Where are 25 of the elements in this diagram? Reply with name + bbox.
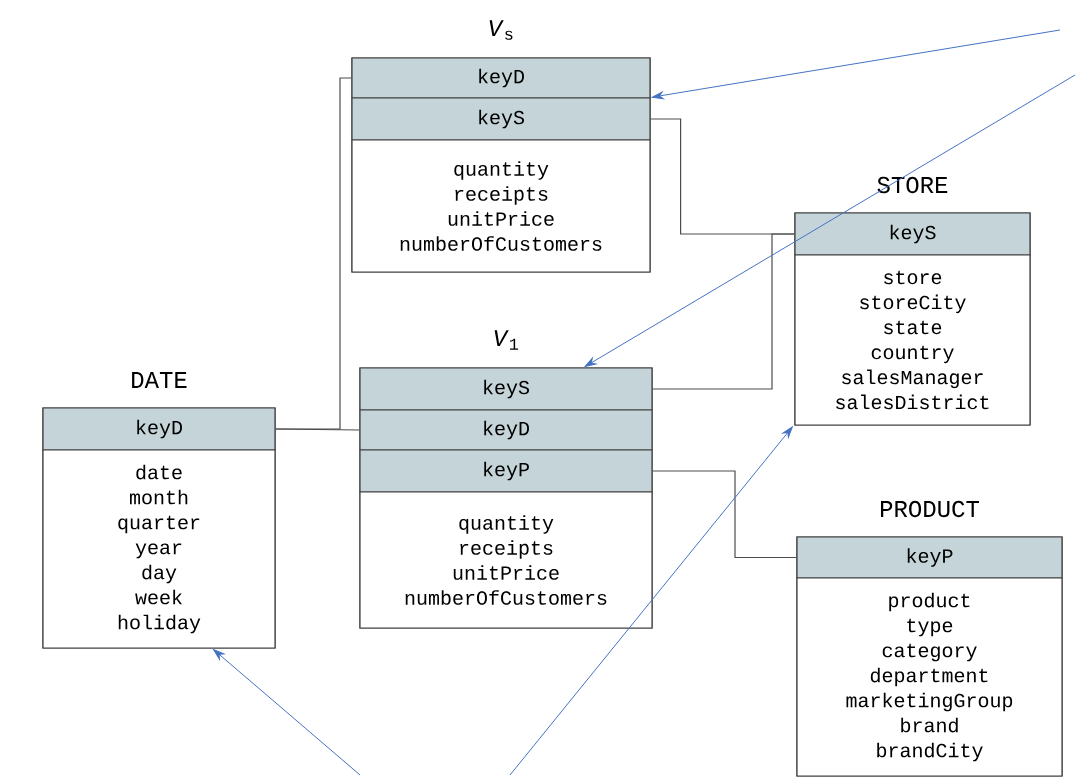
key-row: keyP [359,449,653,493]
arrow [213,649,361,776]
attribute-list: store storeCity state country salesManager salesDistrict [794,254,1031,426]
arrow [509,426,793,776]
arrow [651,29,1061,100]
connector-line [652,470,797,559]
key-row: keyD [42,407,276,451]
connector-line [275,77,352,430]
node-label: V$_{s}$ [489,20,513,40]
key-row: keyS [359,367,653,411]
attribute-list: date month quarter year day week holiday [42,449,276,649]
attribute-list: quantity receipts unitPrice numberOfCustomers [351,139,651,273]
node-label: V$_{1}$ [494,330,519,350]
key-row: keyP [796,536,1063,579]
key-row: keyD [359,409,653,451]
key-row: keyD [351,57,651,99]
node-label: DATE [132,372,187,388]
key-row: keyS [794,212,1031,256]
arrow [584,74,1076,368]
attribute-list: quantity receipts unitPrice numberOfCustomers [359,491,653,629]
attribute-list: product type category department marketingGroup brand brandCity [796,577,1063,777]
node-label: STORE [877,176,948,194]
connector-line [652,233,795,390]
node-label: PRODUCT [880,500,979,518]
key-row: keyS [351,97,651,141]
